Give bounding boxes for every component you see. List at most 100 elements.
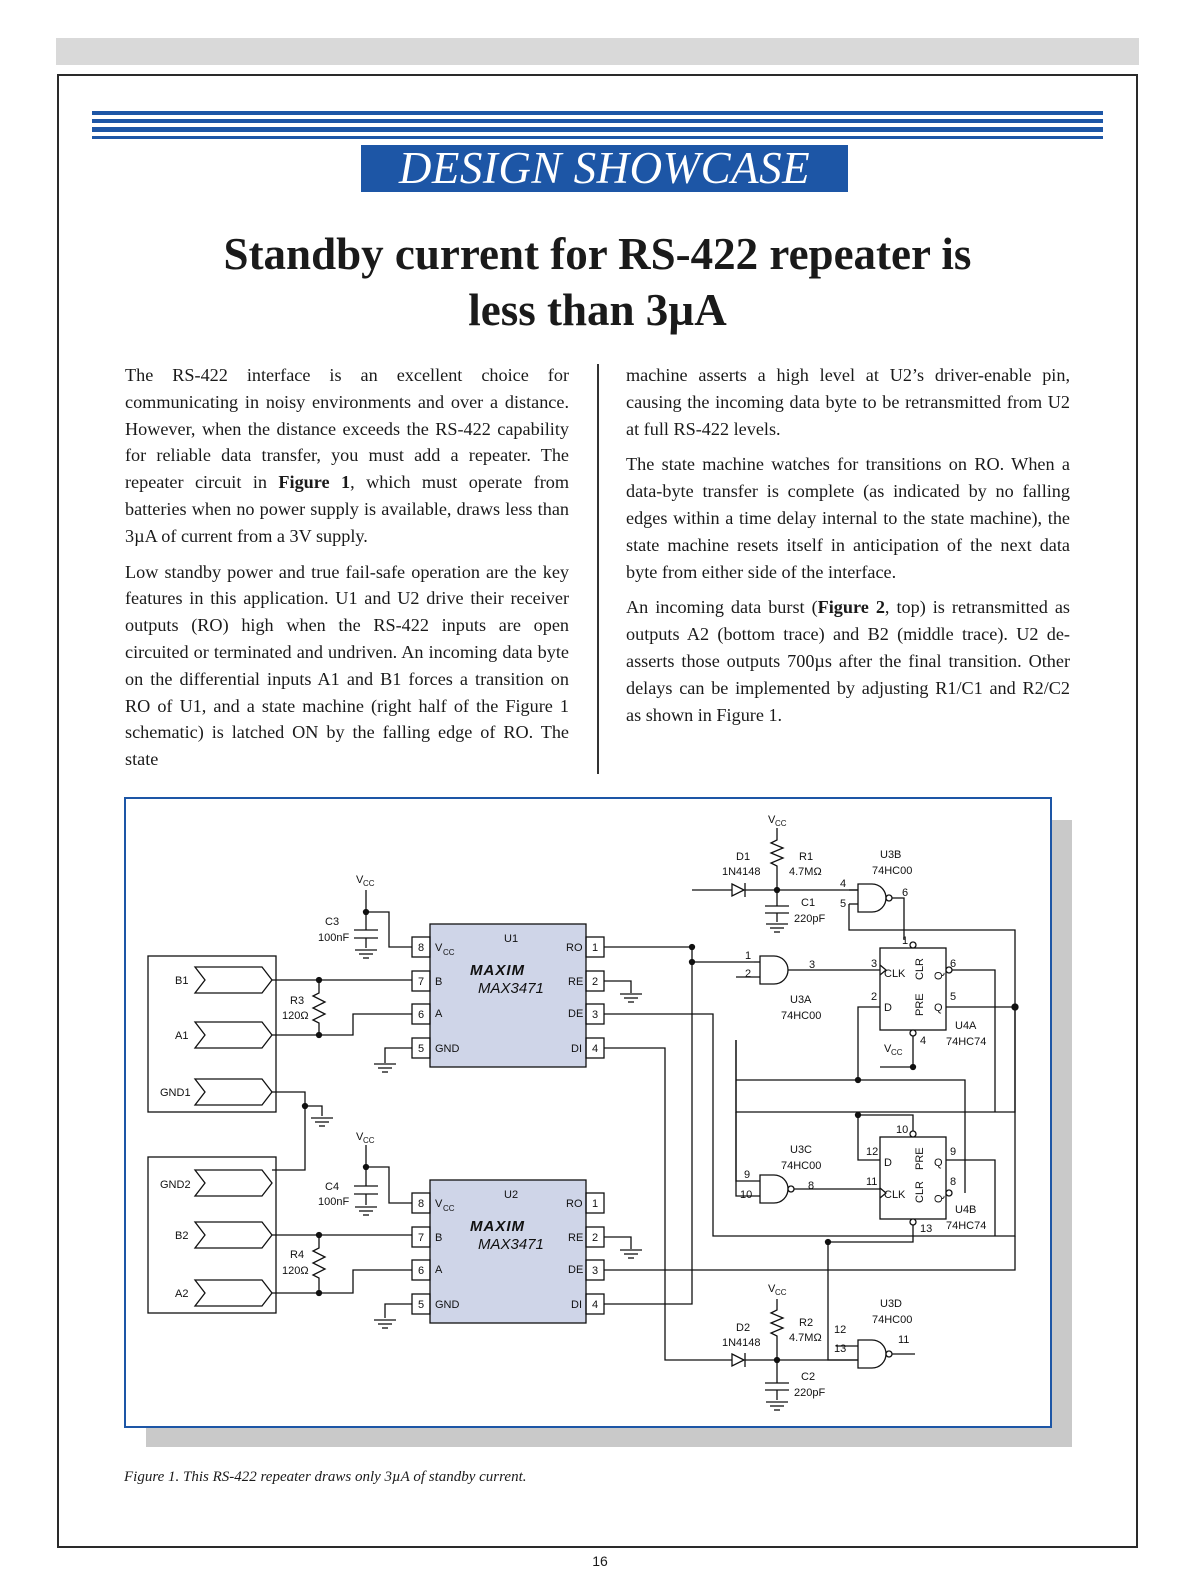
svg-text:C2: C2 [801, 1371, 815, 1383]
svg-text:1: 1 [902, 935, 908, 947]
svg-text:100nF: 100nF [318, 1196, 349, 1208]
svg-text:C3: C3 [325, 916, 339, 928]
svg-text:CC: CC [891, 1048, 903, 1057]
maxim-logo: MAXIM [470, 962, 525, 979]
svg-text:GND: GND [435, 1299, 460, 1311]
paragraph: The state machine watches for transition… [626, 454, 1070, 582]
svg-text:Q: Q [934, 1002, 943, 1014]
svg-text:D2: D2 [736, 1322, 750, 1334]
svg-text:6: 6 [950, 958, 956, 970]
svg-text:6: 6 [902, 887, 908, 899]
svg-text:V: V [356, 1131, 364, 1143]
svg-text:220pF: 220pF [794, 1387, 825, 1399]
svg-text:1: 1 [592, 1198, 598, 1210]
svg-text:5: 5 [418, 1043, 424, 1055]
svg-text:10: 10 [740, 1189, 752, 1201]
paragraph: An incoming data burst (Figure 2, top) i… [626, 597, 1070, 725]
svg-text:4.7MΩ: 4.7MΩ [789, 1332, 822, 1344]
svg-text:DE: DE [568, 1264, 583, 1276]
svg-text:RE: RE [568, 976, 583, 988]
svg-text:4: 4 [592, 1299, 598, 1311]
svg-text:100nF: 100nF [318, 932, 349, 944]
svg-text:6: 6 [418, 1009, 424, 1021]
svg-text:120Ω: 120Ω [282, 1010, 309, 1022]
svg-text:CLR: CLR [914, 1181, 926, 1203]
svg-text:RO: RO [566, 942, 583, 954]
svg-text:V: V [356, 874, 364, 886]
svg-text:11: 11 [898, 1334, 909, 1346]
svg-text:74HC00: 74HC00 [781, 1160, 821, 1172]
svg-text:12: 12 [866, 1146, 878, 1158]
svg-text:Q: Q [934, 1157, 943, 1169]
svg-text:9: 9 [744, 1169, 750, 1181]
svg-text:A: A [435, 1008, 443, 1020]
svg-text:D: D [884, 1157, 892, 1169]
paragraph: Low standby power and true fail-safe ope… [125, 561, 569, 770]
svg-text:GND1: GND1 [160, 1087, 191, 1099]
svg-text:CC: CC [775, 819, 787, 828]
svg-text:5: 5 [950, 991, 956, 1003]
svg-text:CC: CC [443, 1204, 455, 1213]
paragraph: machine asserts a high level at U2’s dri… [626, 365, 1070, 439]
svg-text:1: 1 [745, 950, 751, 962]
column-divider [597, 364, 599, 774]
svg-text:RE: RE [568, 1232, 583, 1244]
svg-text:R2: R2 [799, 1317, 813, 1329]
svg-text:MAX3471: MAX3471 [478, 980, 544, 997]
svg-text:CLK: CLK [884, 968, 906, 980]
left-column: The RS-422 interface is an excellent cho… [125, 362, 569, 782]
svg-text:V: V [768, 814, 776, 826]
state-machine-wiring [604, 828, 1019, 1411]
svg-text:B2: B2 [175, 1230, 188, 1242]
svg-text:12: 12 [834, 1324, 846, 1336]
svg-text:2: 2 [871, 991, 877, 1003]
svg-text:DE: DE [568, 1008, 583, 1020]
svg-text:1N4148: 1N4148 [722, 1337, 761, 1349]
svg-text:74HC00: 74HC00 [872, 1314, 912, 1326]
svg-text:13: 13 [920, 1223, 932, 1235]
svg-text:13: 13 [834, 1343, 846, 1355]
svg-text:U3D: U3D [880, 1298, 902, 1310]
svg-text:U2: U2 [504, 1189, 518, 1201]
svg-text:B1: B1 [175, 975, 188, 987]
svg-text:3: 3 [592, 1009, 598, 1021]
svg-text:8: 8 [950, 1176, 956, 1188]
svg-text:GND2: GND2 [160, 1179, 191, 1191]
svg-text:A2: A2 [175, 1288, 188, 1300]
banner-stripes [92, 111, 1103, 143]
svg-text:8: 8 [808, 1180, 814, 1192]
svg-text:GND: GND [435, 1043, 460, 1055]
svg-text:V: V [435, 1198, 443, 1210]
right-column: machine asserts a high level at U2’s dri… [626, 362, 1070, 737]
svg-text:CC: CC [363, 1136, 375, 1145]
title-line-2: less than 3µA [468, 285, 727, 335]
svg-text:B: B [435, 1232, 442, 1244]
section-banner: DESIGN SHOWCASE [361, 145, 848, 192]
svg-text:R1: R1 [799, 851, 813, 863]
svg-text:1: 1 [592, 942, 598, 954]
svg-text:74HC00: 74HC00 [781, 1010, 821, 1022]
svg-text:R3: R3 [290, 995, 304, 1007]
svg-text:74HC74: 74HC74 [946, 1220, 986, 1232]
svg-text:R4: R4 [290, 1249, 304, 1261]
svg-text:A: A [435, 1264, 443, 1276]
svg-text:CLK: CLK [884, 1189, 906, 1201]
svg-text:CLR: CLR [914, 958, 926, 980]
svg-text:B: B [435, 976, 442, 988]
svg-text:8: 8 [418, 1198, 424, 1210]
svg-text:5: 5 [840, 898, 846, 910]
article-title: Standby current for RS-422 repeater is l… [120, 226, 1075, 338]
svg-text:4: 4 [920, 1035, 926, 1047]
svg-text:120Ω: 120Ω [282, 1265, 309, 1277]
svg-text:C4: C4 [325, 1181, 339, 1193]
svg-text:2: 2 [592, 976, 598, 988]
svg-text:10: 10 [896, 1124, 908, 1136]
svg-text:2: 2 [745, 968, 751, 980]
svg-text:3: 3 [871, 958, 877, 970]
svg-text:U4A: U4A [955, 1020, 977, 1032]
svg-text:3: 3 [809, 959, 815, 971]
